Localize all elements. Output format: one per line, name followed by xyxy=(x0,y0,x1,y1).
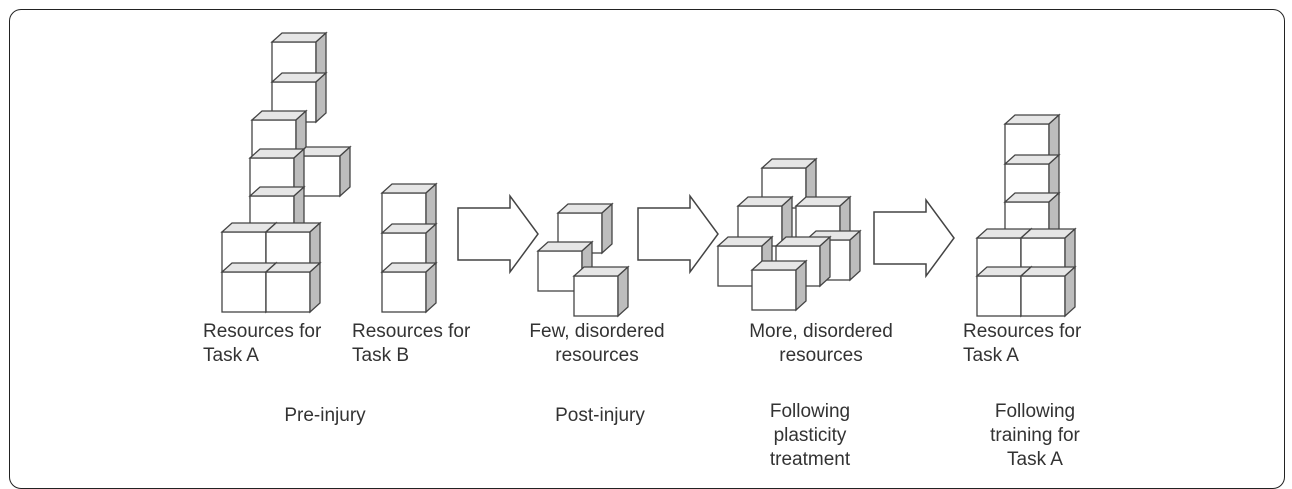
block xyxy=(573,266,629,317)
block xyxy=(1020,266,1076,317)
task-a-trained-stack xyxy=(976,114,1076,317)
group-label-few-disordered: Few, disordered resources xyxy=(529,321,665,366)
block xyxy=(381,262,437,313)
group-label-more-disordered: More, disordered resources xyxy=(749,321,893,366)
more-disordered-stack xyxy=(717,158,861,311)
stage-label-pre-injury: Pre-injury xyxy=(284,405,366,426)
arrow-icon xyxy=(637,195,719,273)
task-a-pre-injury-stack xyxy=(221,32,351,313)
block xyxy=(265,262,321,313)
stage-label-post-injury: Post-injury xyxy=(555,405,645,426)
task-b-pre-injury-stack xyxy=(381,183,437,313)
block xyxy=(751,260,807,311)
stage-label-plasticity-treatment: Following plasticity treatment xyxy=(769,401,851,470)
few-disordered-stack xyxy=(537,203,629,317)
group-label-task-b: Resources for Task B xyxy=(352,321,471,366)
stage-label-training-task-a: Following training for Task A xyxy=(990,401,1080,470)
arrow-icon xyxy=(873,199,955,277)
group-label-task-a-trained: Resources for Task A xyxy=(963,321,1082,366)
group-label-task-a-pre: Resources for Task A xyxy=(203,321,322,366)
arrow-icon xyxy=(457,195,539,273)
